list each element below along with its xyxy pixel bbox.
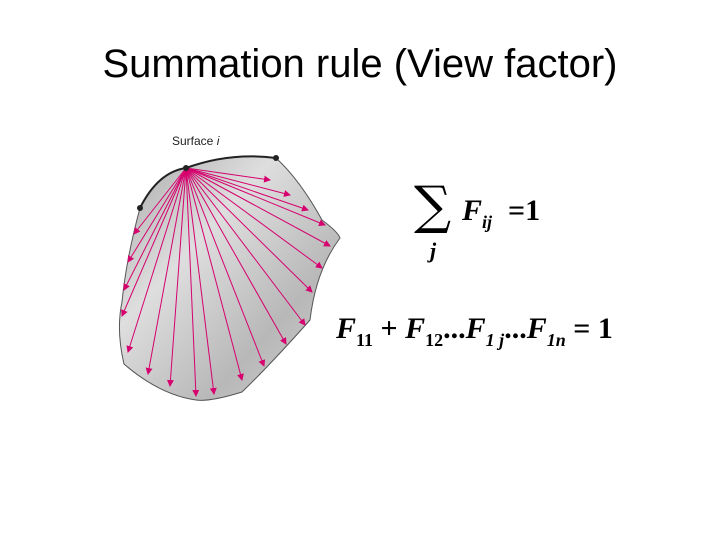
term-f1n-sub: 1n [546, 330, 566, 350]
ellipsis-1: ... [443, 312, 466, 345]
surface-label-text: Surface [172, 134, 214, 148]
expanded-equation: F11 + F12...F1 j...F1n = 1 [336, 312, 613, 351]
sum-term: Fij [462, 194, 492, 233]
term-f12-sub: 12 [425, 330, 444, 350]
sum-term-F: F [462, 194, 483, 227]
term-f1n: F [526, 312, 547, 345]
term-f1j: F [465, 312, 486, 345]
sum-term-sub: ij [482, 212, 493, 232]
ellipsis-2: ... [504, 312, 527, 345]
slide-title: Summation rule (View factor) [102, 42, 618, 86]
term-f12: F [405, 312, 426, 345]
surface-label: Surface i [172, 134, 219, 148]
surface-label-var: i [216, 134, 220, 148]
surface-diagram [118, 155, 341, 401]
sum-rhs: =1 [508, 194, 541, 227]
sigma-symbol: ∑ [414, 176, 452, 236]
term-f11-sub: 11 [356, 330, 374, 350]
surface-point-source [183, 165, 189, 171]
term-f1j-sub: 1 j [485, 330, 505, 350]
expanded-rhs: = 1 [565, 312, 613, 345]
ray-arrows [121, 167, 331, 397]
plus-sign: + [373, 312, 406, 345]
surface-point-right [273, 155, 279, 161]
view-factor-figure [110, 128, 350, 408]
surface-point-left [137, 205, 143, 211]
term-f11: F [336, 312, 357, 345]
sigma-index: j [430, 238, 437, 263]
